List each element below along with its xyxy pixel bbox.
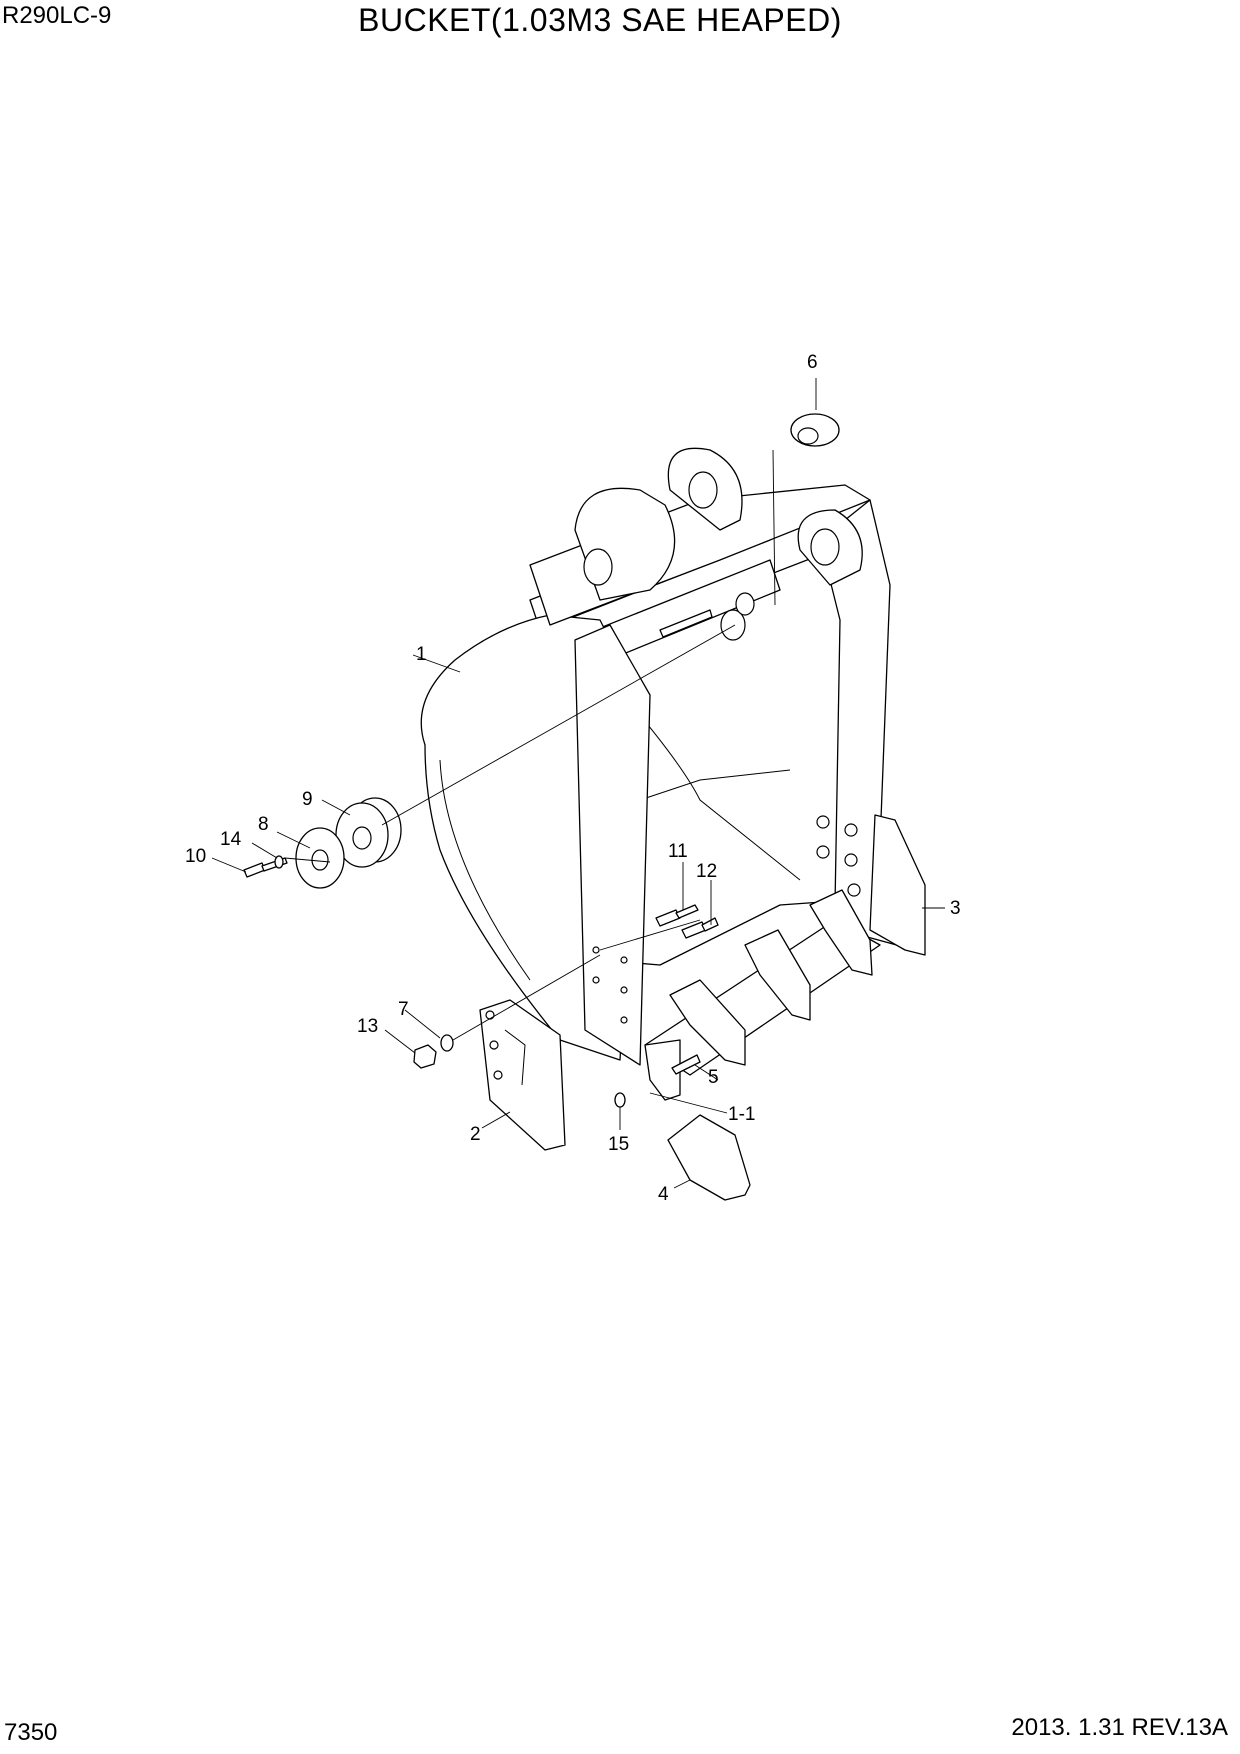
washer-14 xyxy=(274,855,284,869)
bucket-body xyxy=(420,447,916,1076)
tooth-adapters xyxy=(644,889,873,1101)
washer-15 xyxy=(614,1092,626,1108)
callout-2: 2 xyxy=(470,1124,481,1145)
date-revision: 2013. 1.31 REV.13A xyxy=(1011,1714,1228,1741)
callout-9: 9 xyxy=(302,789,313,810)
callout-1: 1 xyxy=(416,644,427,665)
callout-8: 8 xyxy=(258,814,269,835)
callout-14: 14 xyxy=(220,829,242,850)
bolt-holes-left xyxy=(592,946,628,1024)
callout-1-1: 1-1 xyxy=(728,1104,755,1125)
bushing xyxy=(790,413,840,447)
callout-7: 7 xyxy=(398,999,409,1020)
side-cutter-left xyxy=(479,999,566,1151)
shim-boss xyxy=(335,797,402,868)
pin-5 xyxy=(671,1054,701,1075)
model-number: R290LC-9 xyxy=(2,2,112,29)
callout-3: 3 xyxy=(950,898,961,919)
bolt-12 xyxy=(681,917,719,939)
callout-12: 12 xyxy=(696,861,717,882)
washer-7 xyxy=(440,1034,454,1052)
side-cutter-right xyxy=(869,814,926,956)
callout-15: 15 xyxy=(608,1134,629,1155)
bolt-holes-right xyxy=(816,815,861,897)
tooth-point xyxy=(667,1114,751,1201)
plate xyxy=(295,827,345,889)
leader-lines xyxy=(211,378,945,1189)
callout-5: 5 xyxy=(708,1067,719,1088)
callout-11: 11 xyxy=(668,841,688,862)
callout-6: 6 xyxy=(807,352,818,373)
callout-10: 10 xyxy=(185,846,206,867)
page-title: BUCKET(1.03M3 SAE HEAPED) xyxy=(358,2,842,38)
callout-13: 13 xyxy=(357,1016,378,1037)
bolt-11 xyxy=(655,904,699,927)
callout-4: 4 xyxy=(658,1184,669,1205)
page-number: 7350 xyxy=(4,1719,58,1746)
callout-labels: 6 1 9 8 14 10 11 12 3 7 13 5 1-1 2 15 4 xyxy=(185,352,961,1205)
nut-13 xyxy=(413,1044,437,1069)
